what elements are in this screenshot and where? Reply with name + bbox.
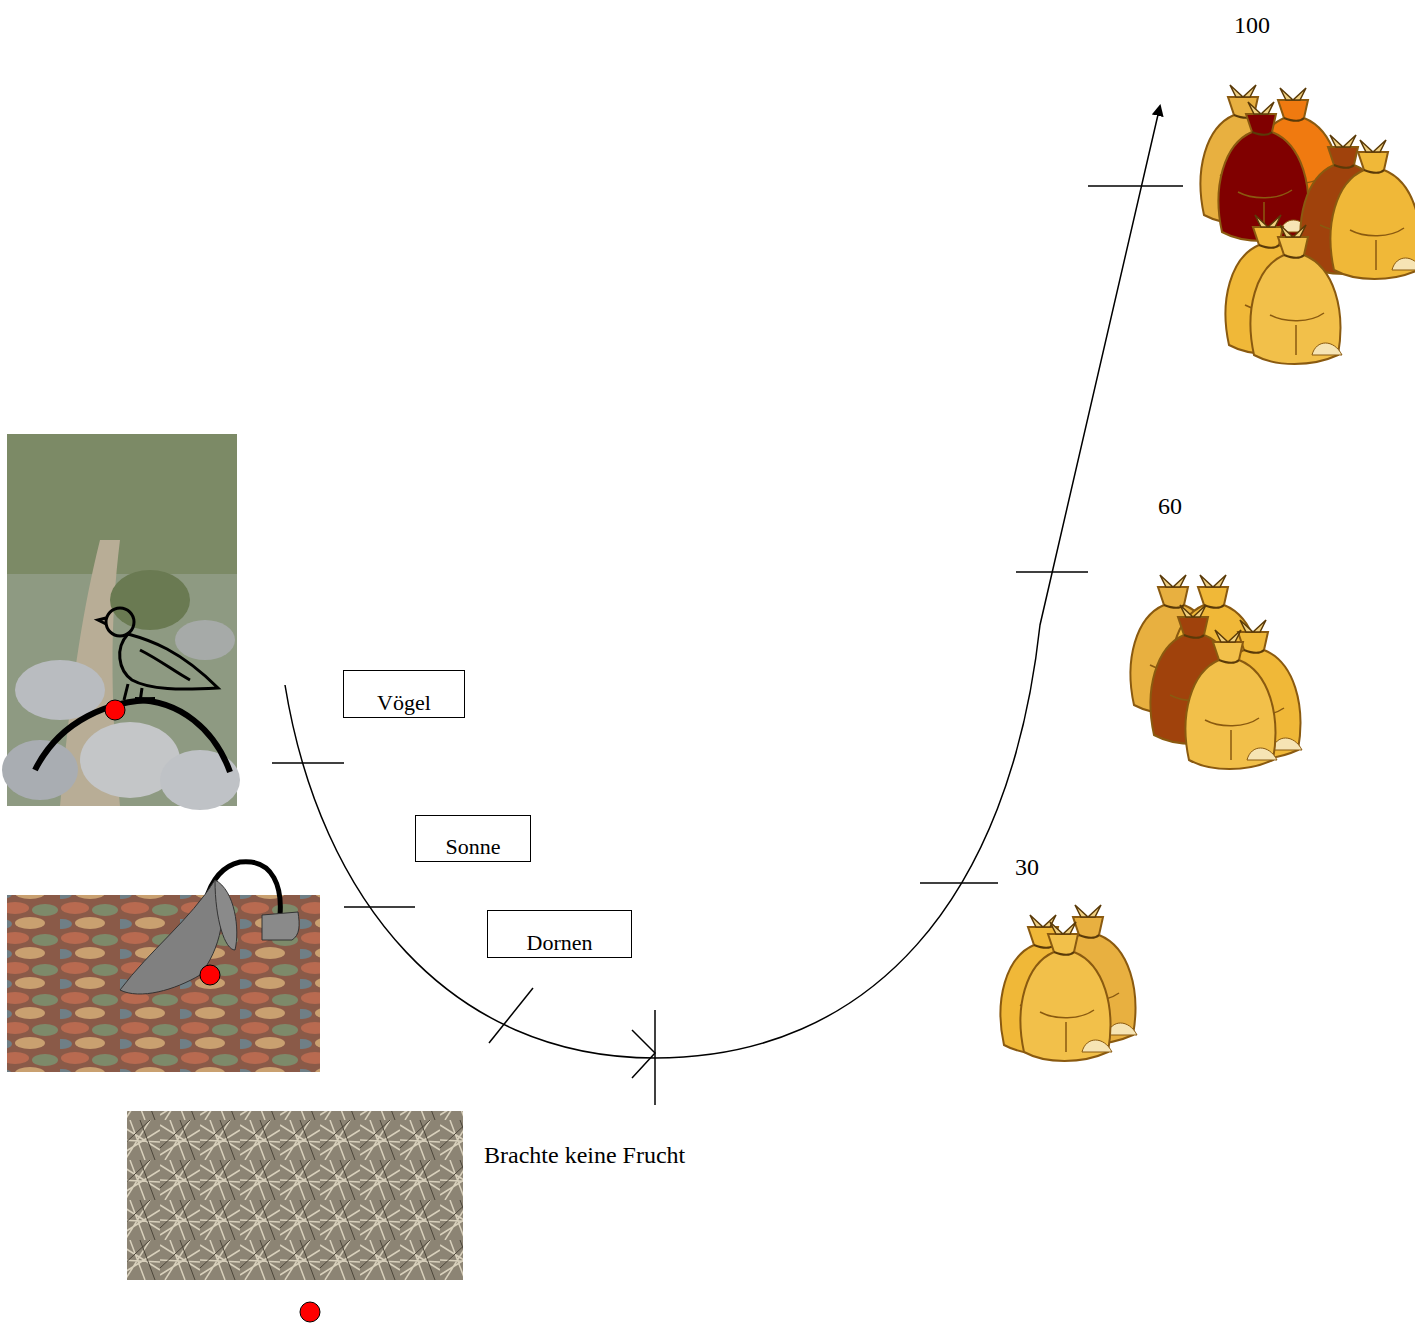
note-text: Brachte keine Frucht: [484, 1141, 685, 1170]
yield-number: 30: [1015, 853, 1039, 882]
seed: [300, 1302, 320, 1322]
photo-path: [2, 434, 240, 810]
seed: [200, 965, 220, 985]
harvest-60: [1131, 575, 1302, 769]
photo-thorns: [127, 1111, 463, 1322]
growth-curve: [285, 106, 1160, 1058]
box-text: Sonne: [446, 835, 501, 861]
harvest-100: [1201, 85, 1415, 364]
harvest-30: [1001, 905, 1137, 1061]
tick-marks: [272, 186, 1183, 1105]
yield-number: 100: [1234, 11, 1270, 40]
hazard-box: Dornen: [487, 910, 632, 958]
box-text: Dornen: [527, 931, 593, 957]
bird: [98, 608, 218, 702]
box-text: Vögel: [377, 691, 431, 717]
seed: [105, 700, 125, 720]
hazard-box: Vögel: [343, 670, 465, 718]
photo-stones: [7, 862, 320, 1072]
yield-number: 60: [1158, 492, 1182, 521]
hazard-box: Sonne: [415, 815, 531, 862]
